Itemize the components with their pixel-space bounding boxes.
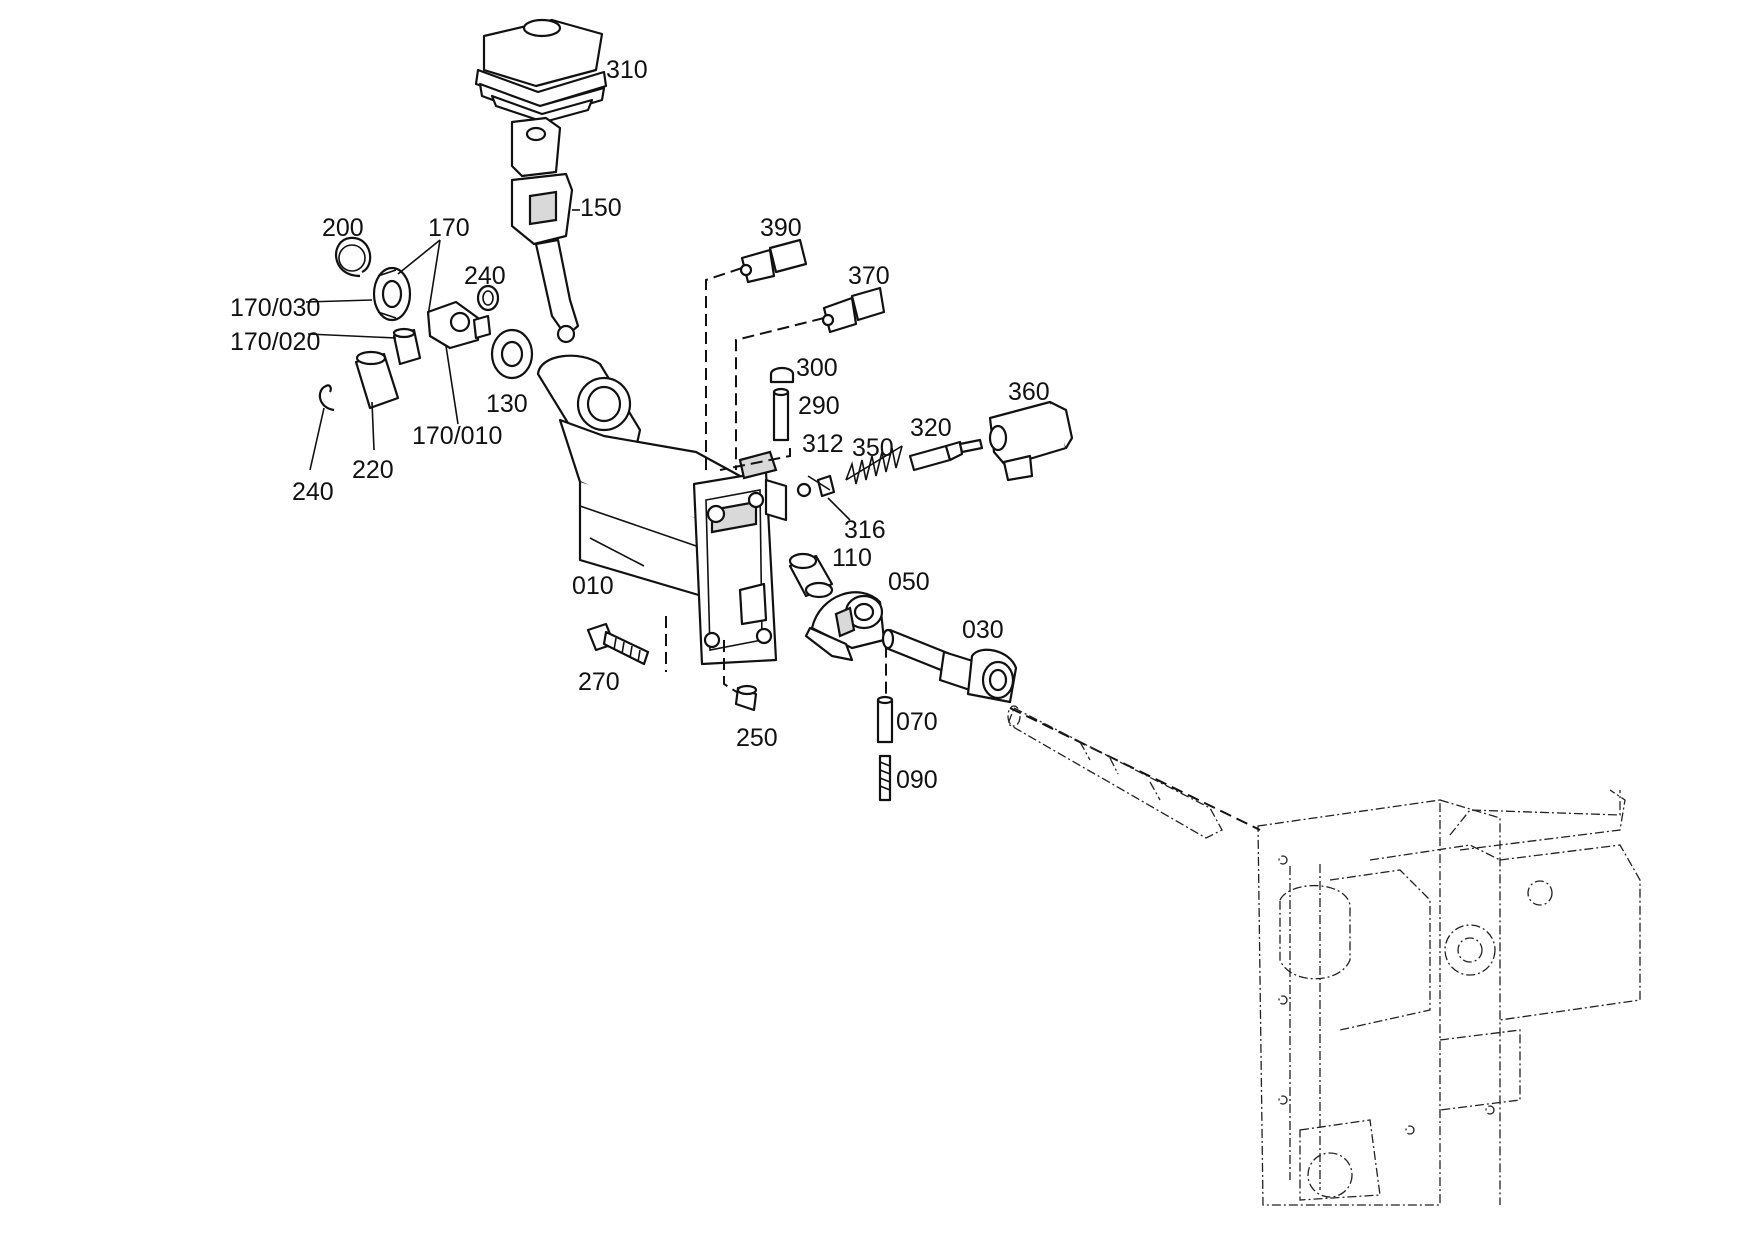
callout-300: 300 <box>796 354 838 382</box>
part-220-pin <box>354 350 400 410</box>
part-240-ring-upper <box>476 284 500 312</box>
part-010-shift-housing <box>536 354 788 666</box>
part-320-plunger <box>908 438 984 472</box>
callout-350: 350 <box>852 434 894 462</box>
part-300-plug <box>769 366 795 384</box>
part-070-roll-pin <box>876 695 894 744</box>
part-170-030-bearing <box>372 266 412 322</box>
part-240-ring-lower <box>318 384 335 412</box>
callout-360: 360 <box>1008 378 1050 406</box>
part-050-shift-finger <box>804 591 886 662</box>
part-150-gear-lever <box>510 116 580 344</box>
callout-110: 110 <box>832 544 872 572</box>
callout-220: 220 <box>352 456 394 484</box>
callout-070: 070 <box>896 708 938 736</box>
leader-lines <box>305 239 851 567</box>
callout-050: 050 <box>888 568 930 596</box>
part-250-dowel <box>734 684 758 712</box>
callout-170: 170 <box>428 214 470 242</box>
part-270-bolt <box>586 622 650 666</box>
callout-240-lower: 240 <box>292 478 334 506</box>
callout-390: 390 <box>760 214 802 242</box>
callout-170-010: 170/010 <box>412 422 502 450</box>
part-390-fitting <box>739 238 808 284</box>
part-312-ball <box>796 482 812 498</box>
callout-290: 290 <box>798 392 840 420</box>
callout-250: 250 <box>736 724 778 752</box>
callout-030: 030 <box>962 616 1004 644</box>
callout-200: 200 <box>322 214 364 242</box>
callout-130: 130 <box>486 390 528 418</box>
callout-240-upper: 240 <box>464 262 506 290</box>
callout-150: 150 <box>580 194 622 222</box>
part-090-spring-pin <box>878 754 892 802</box>
callout-270: 270 <box>578 668 620 696</box>
part-316-bush <box>816 474 836 498</box>
part-360-switch <box>988 400 1074 482</box>
gearbox-housing-phantom <box>1257 789 1641 1206</box>
callout-370: 370 <box>848 262 890 290</box>
part-350-spring <box>845 445 903 485</box>
part-290-pin <box>772 387 790 442</box>
part-170-020-sleeve <box>392 327 422 366</box>
part-200-snap-ring <box>335 236 372 278</box>
callout-labels: 310 150 200 170 240 170/030 170/020 130 … <box>230 56 1050 794</box>
part-110-needle-bearing <box>788 552 834 599</box>
part-030-shaft <box>881 628 1018 704</box>
part-170-010-pivot <box>426 300 492 350</box>
part-310-rubber-boot <box>474 18 608 124</box>
callout-170-020: 170/020 <box>230 328 320 356</box>
part-370-fitting <box>821 286 886 334</box>
callout-090: 090 <box>896 766 938 794</box>
callout-310: 310 <box>606 56 648 84</box>
selector-shaft-phantom <box>1007 705 1223 839</box>
callout-312: 312 <box>802 430 844 458</box>
callout-316: 316 <box>844 516 886 544</box>
callout-010: 010 <box>572 572 614 600</box>
callout-320: 320 <box>910 414 952 442</box>
callout-170-030: 170/030 <box>230 294 320 322</box>
part-130-bearing <box>490 328 534 380</box>
